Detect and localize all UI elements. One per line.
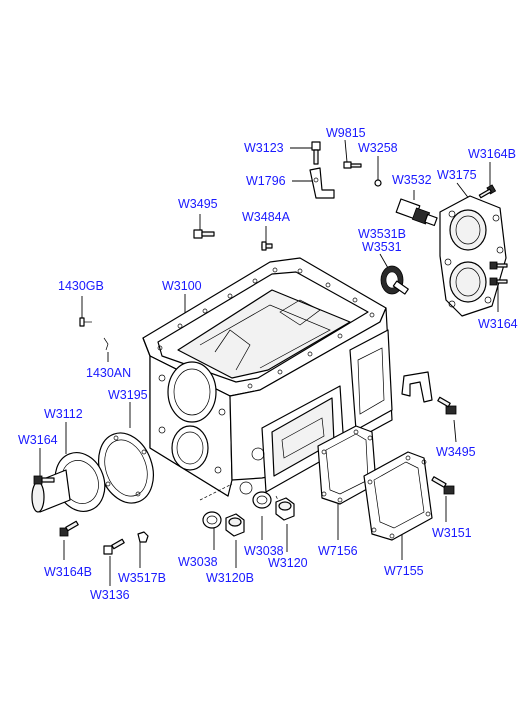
label-w1796: W1796 bbox=[246, 174, 286, 188]
bolt-w3136 bbox=[103, 538, 125, 555]
label-w3495-right: W3495 bbox=[436, 445, 476, 459]
label-w3164-left: W3164 bbox=[18, 433, 58, 447]
bolt-w3495-right bbox=[437, 396, 457, 415]
label-1430an: 1430AN bbox=[86, 366, 131, 380]
bolts-w3164-right bbox=[489, 261, 508, 286]
washer-w3517b bbox=[137, 531, 149, 543]
cover-plate-w7155 bbox=[363, 451, 433, 541]
plug-w3120b bbox=[225, 513, 245, 537]
washer-w3038-a bbox=[202, 511, 222, 529]
label-w3120b: W3120B bbox=[206, 571, 254, 585]
label-w3123: W3123 bbox=[244, 141, 284, 155]
part-labels: W3123 W9815 W3258 W3164B W1796 W3532 W31… bbox=[18, 126, 518, 602]
label-w3038-b: W3038 bbox=[244, 544, 284, 558]
pin-w3484a bbox=[261, 241, 273, 251]
label-w3531b: W3531B bbox=[358, 227, 406, 241]
label-w3100: W3100 bbox=[162, 279, 202, 293]
label-w3484a: W3484A bbox=[242, 210, 291, 224]
label-w3495-top: W3495 bbox=[178, 197, 218, 211]
label-w3532: W3532 bbox=[392, 173, 432, 187]
label-w3120: W3120 bbox=[268, 556, 308, 570]
label-w3175: W3175 bbox=[437, 168, 477, 182]
washer-w3038-b bbox=[252, 491, 272, 509]
label-w3517b: W3517B bbox=[118, 571, 166, 585]
speedometer-gear-w3531 bbox=[380, 265, 409, 295]
label-w7155: W7155 bbox=[384, 564, 424, 578]
label-w3136: W3136 bbox=[90, 588, 130, 602]
label-w3164b-top: W3164B bbox=[468, 147, 516, 161]
bolt-w3164b-top bbox=[478, 184, 497, 199]
bolt-w3164b-bottom bbox=[59, 520, 79, 537]
label-w3164b-bottom: W3164B bbox=[44, 565, 92, 579]
label-w7156: W7156 bbox=[318, 544, 358, 558]
bolt-w3151 bbox=[431, 476, 455, 495]
bracket-w1796 bbox=[309, 167, 335, 199]
label-w3164-right: W3164 bbox=[478, 317, 518, 331]
front-cover-w3112 bbox=[31, 452, 106, 513]
pin-1430an bbox=[103, 337, 109, 351]
leader-lines bbox=[39, 139, 499, 586]
label-w3038-a: W3038 bbox=[178, 555, 218, 569]
label-w9815: W9815 bbox=[326, 126, 366, 140]
flange-bolt-holes bbox=[157, 267, 375, 389]
bracket-right-side bbox=[401, 371, 433, 403]
label-w3195: W3195 bbox=[108, 388, 148, 402]
bolt-w3123 bbox=[311, 141, 321, 165]
bolt-w3164-left bbox=[33, 475, 55, 485]
label-w3112: W3112 bbox=[44, 407, 83, 421]
label-w3151: W3151 bbox=[432, 526, 472, 540]
bolt-w3495-top bbox=[193, 229, 215, 239]
label-1430gb: 1430GB bbox=[58, 279, 104, 293]
plug-w3120 bbox=[275, 497, 295, 521]
pin-1430gb bbox=[79, 317, 92, 327]
label-w3258: W3258 bbox=[358, 141, 398, 155]
bolt-w9815 bbox=[343, 161, 362, 169]
label-w3531: W3531 bbox=[362, 240, 402, 254]
bearing-retainer-w3175 bbox=[439, 195, 507, 317]
washer-w3258 bbox=[374, 179, 382, 187]
speed-sensor-w3532 bbox=[395, 198, 438, 227]
